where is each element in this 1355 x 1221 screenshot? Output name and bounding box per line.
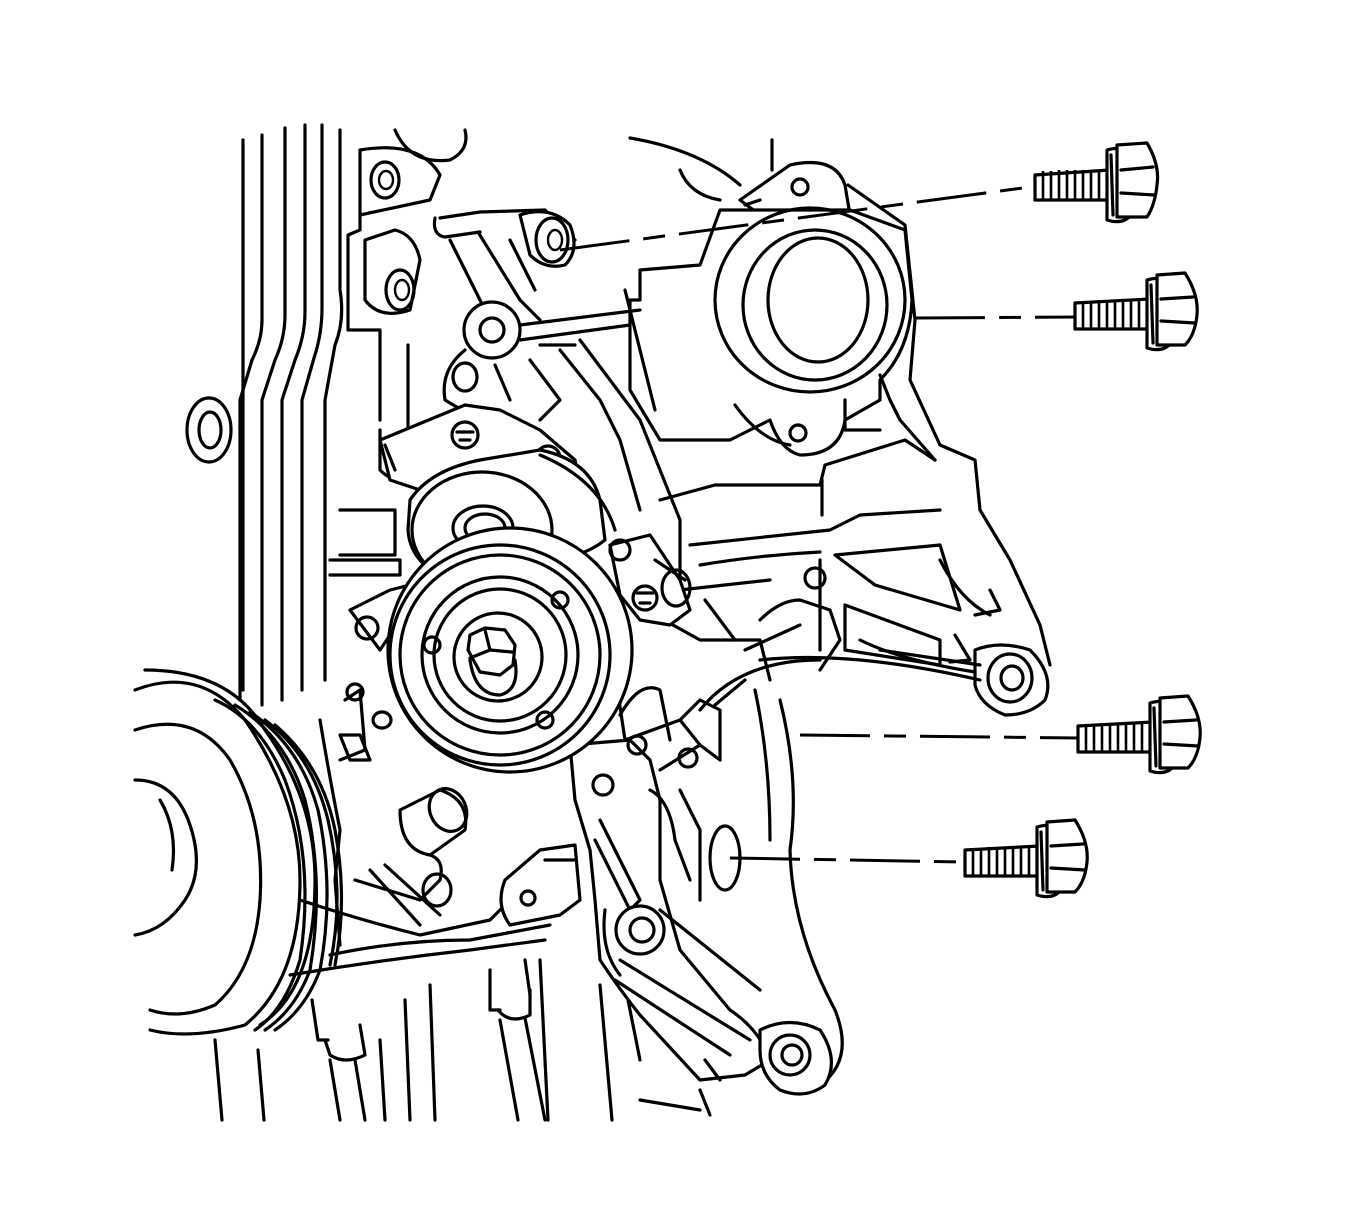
bracket-bolt-4 [963, 818, 1089, 899]
bolt-leaders [559, 185, 1081, 864]
bracket-bolt-1 [1033, 141, 1160, 224]
accessory-bracket [499, 160, 1052, 1096]
engine-front-cover [185, 123, 774, 1122]
crankshaft-pulley [133, 668, 344, 1036]
idler-pulley [348, 526, 634, 774]
bracket-bolt-3 [1076, 694, 1202, 775]
bracket-bolt-2 [1073, 271, 1199, 352]
